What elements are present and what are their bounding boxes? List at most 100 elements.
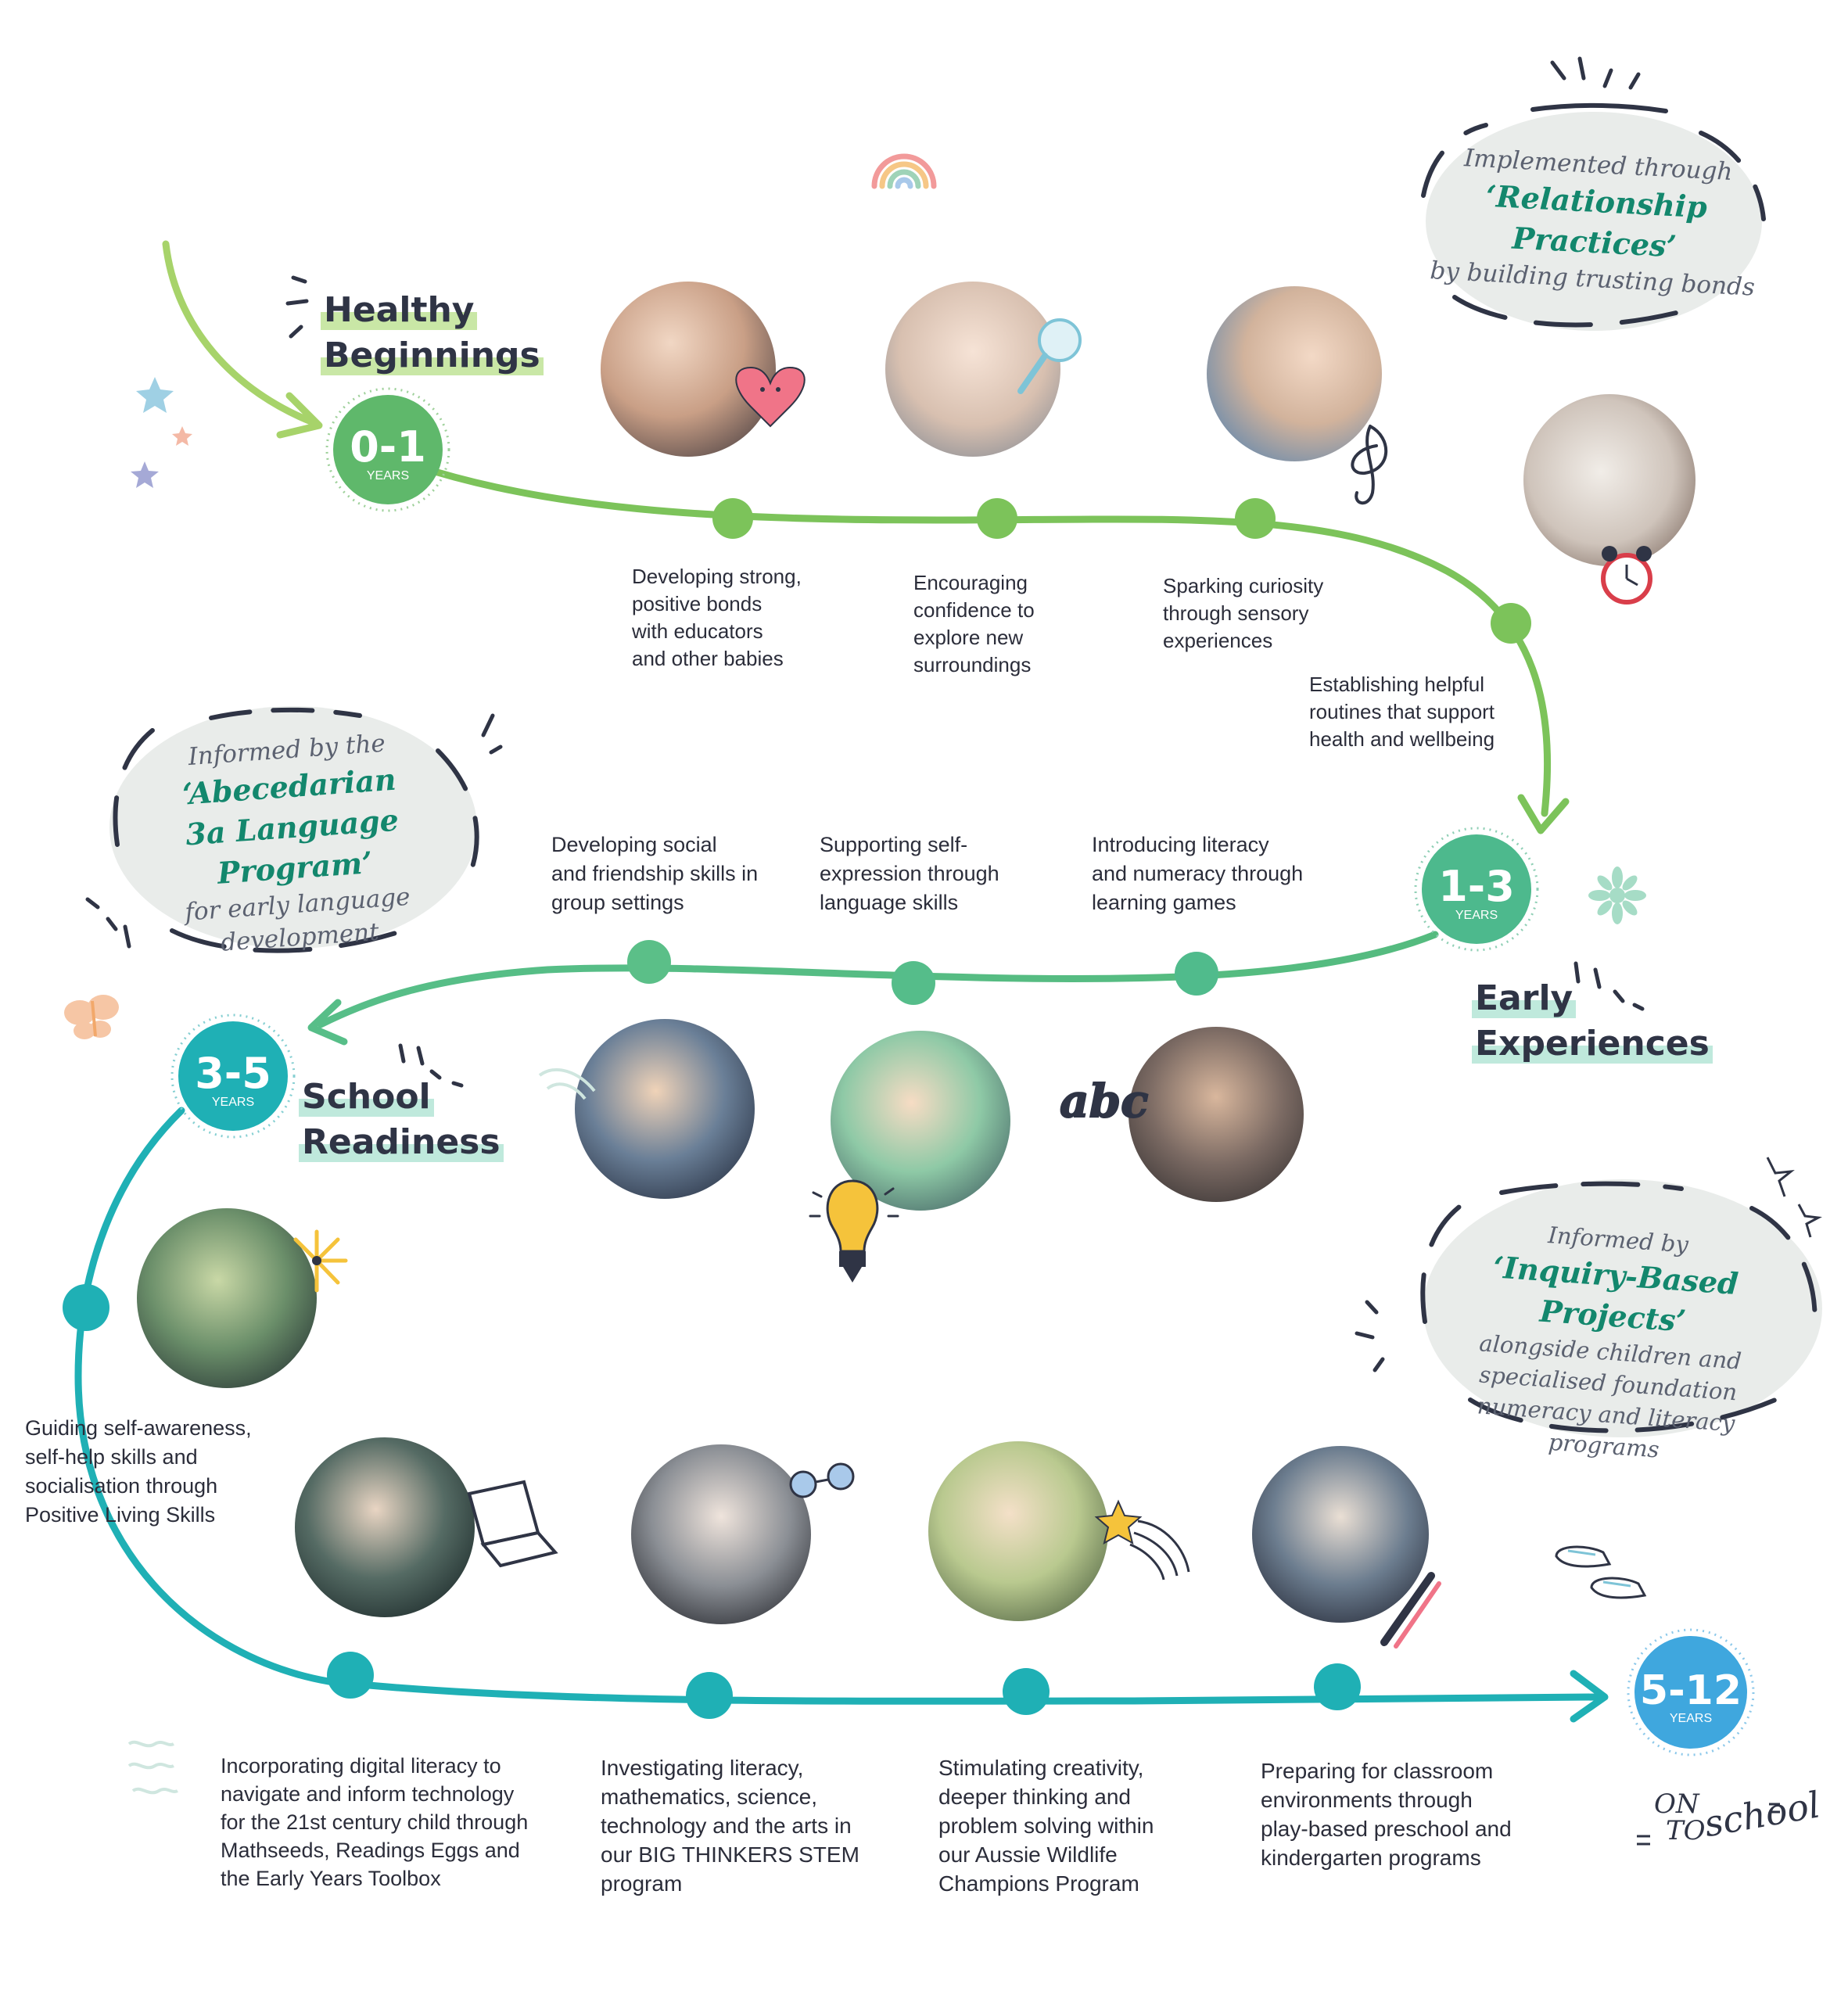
svg-text:YEARS: YEARS: [212, 1096, 254, 1109]
heart-icon: [735, 366, 806, 428]
dot-curiosity: [1235, 498, 1276, 539]
spark-marks-7: [1766, 1157, 1822, 1238]
bubble-highlight: ‘Abecedarian 3a Language Program’: [181, 761, 400, 891]
dot-digital: [327, 1652, 374, 1699]
photo-baby-curiosity: [1207, 286, 1382, 461]
leaf-doodle: [538, 1067, 596, 1100]
on-to-school-doodle: ON TO school: [1637, 1783, 1823, 1846]
heading-line: Healthy: [321, 290, 478, 330]
milestone-creativity: Stimulating creativity, deeper thinking …: [938, 1756, 1154, 1896]
treble-clef-icon: [1351, 425, 1388, 505]
dot-social: [627, 940, 671, 984]
age-badge-5-12: 5-12 YEARS: [1627, 1628, 1755, 1756]
svg-text:school: school: [1701, 1783, 1823, 1845]
dot-bonds: [712, 498, 753, 539]
milestone-bonds: Developing strong, positive bonds with e…: [632, 565, 802, 670]
svg-text:5-12: 5-12: [1640, 1667, 1742, 1714]
milestone-stem: Investigating literacy, mathematics, sci…: [601, 1756, 859, 1896]
heading-line: Early: [1472, 978, 1577, 1018]
laptop-icon: [467, 1480, 558, 1568]
bubble-inquiry-text: Informed by ‘Inquiry-Based Projects’ alo…: [1443, 1213, 1779, 1473]
path-incoming-arrow: [162, 240, 317, 426]
milestone-curiosity: Sparking curiosity through sensory exper…: [1163, 574, 1324, 652]
heading-line: Readiness: [299, 1122, 504, 1162]
spark-marks-5: [398, 1043, 464, 1088]
dot-confidence: [977, 498, 1017, 539]
bubble-inquiry: [1420, 1179, 1822, 1437]
alarm-clock-icon: [1601, 546, 1652, 605]
milestone-literacy: Introducing literacy and numeracy throug…: [1092, 833, 1304, 914]
wave-doodle: [127, 1740, 178, 1795]
glasses-icon: [789, 1462, 855, 1498]
milestone-classroom: Preparing for classroom environments thr…: [1261, 1759, 1512, 1870]
spark-marks-4: [1573, 961, 1645, 1011]
svg-text:3-5: 3-5: [195, 1049, 271, 1098]
dot-creativity: [1003, 1668, 1050, 1715]
milestone-digital: Incorporating digital literacy to naviga…: [221, 1754, 529, 1890]
dot-expression: [892, 961, 935, 1005]
photo-children-digital: [295, 1437, 475, 1617]
milestone-awareness: Guiding self-awareness, self-help skills…: [25, 1416, 252, 1527]
heading-line: Beginnings: [321, 335, 544, 375]
photo-educator-literacy: [1129, 1027, 1304, 1202]
arrowhead-2: [307, 999, 348, 1046]
path-segment-1: [411, 461, 1552, 817]
milestone-expression: Supporting self- expression through lang…: [820, 833, 999, 914]
dot-awareness: [63, 1284, 109, 1331]
photo-baby-confidence: [885, 282, 1060, 457]
milestone-dots: [63, 498, 1531, 1719]
star-icon: [131, 377, 192, 488]
bubble-abecedarian: [109, 706, 479, 953]
rattle-icon: [1017, 318, 1082, 394]
photo-child-creativity: [928, 1441, 1108, 1621]
pencil-icon: [1380, 1572, 1441, 1649]
flower-icon: [1588, 866, 1646, 924]
photo-children-outdoors: [137, 1208, 317, 1388]
svg-text:0-1: 0-1: [350, 422, 426, 472]
heading-line: School: [299, 1077, 434, 1117]
photo-children-social: [575, 1019, 755, 1199]
svg-text:YEARS: YEARS: [1670, 1712, 1712, 1725]
spark-marks-6: [1355, 1300, 1385, 1372]
bubble-relationship: [1421, 102, 1766, 331]
arrowhead-3: [1570, 1670, 1609, 1723]
lightbulb-icon: [809, 1179, 899, 1283]
path-segment-3: [74, 1107, 1599, 1705]
age-badge-1-3: 1-3 YEARS: [1414, 827, 1539, 952]
bubble-abecedarian-text: Informed by the ‘Abecedarian 3a Language…: [157, 725, 430, 963]
photo-baby-bonds: [601, 282, 776, 457]
svg-text:ON: ON: [1654, 1789, 1700, 1820]
rainbow-icon: [871, 153, 937, 189]
shooting-star-icon: [1094, 1499, 1190, 1580]
spark-marks-3: [85, 713, 503, 949]
heading-school-readiness: School Readiness: [299, 1075, 504, 1165]
age-badge-3-5: 3-5 YEARS: [170, 1014, 296, 1139]
path-segment-2: [317, 931, 1439, 1028]
photo-educator-stem: [631, 1444, 811, 1624]
arrowhead-incoming: [276, 392, 323, 439]
dot-stem: [686, 1672, 733, 1719]
svg-text:YEARS: YEARS: [1455, 909, 1498, 922]
dot-literacy: [1175, 952, 1218, 996]
dot-routines: [1491, 603, 1531, 644]
spark-marks-2: [1550, 56, 1641, 90]
heading-early-experiences: Early Experiences: [1472, 976, 1713, 1067]
bubble-line: alongside children and specialised found…: [1476, 1329, 1742, 1463]
dot-classroom: [1314, 1663, 1361, 1710]
abc-doodle: abc: [1060, 1075, 1148, 1128]
sun-icon: [293, 1229, 348, 1293]
shoes-icon: [1555, 1545, 1647, 1599]
photo-child-expression: [831, 1031, 1010, 1211]
heading-line: Experiences: [1472, 1024, 1713, 1064]
milestone-confidence: Encouraging confidence to explore new su…: [913, 571, 1035, 676]
heading-healthy-beginnings: Healthy Beginnings: [321, 288, 544, 379]
milestone-social: Developing social and friendship skills …: [551, 833, 759, 914]
svg-text:TO: TO: [1666, 1815, 1706, 1846]
journey-path: [74, 240, 1609, 1723]
butterfly-icon: [64, 995, 119, 1039]
photo-circles: [137, 282, 1695, 1624]
photo-educator-classroom: [1252, 1446, 1429, 1623]
bubble-relationship-text: Implemented through ‘Relationship Practi…: [1427, 140, 1763, 304]
svg-text:1-3: 1-3: [1438, 862, 1515, 911]
arrowhead-1: [1517, 794, 1570, 834]
